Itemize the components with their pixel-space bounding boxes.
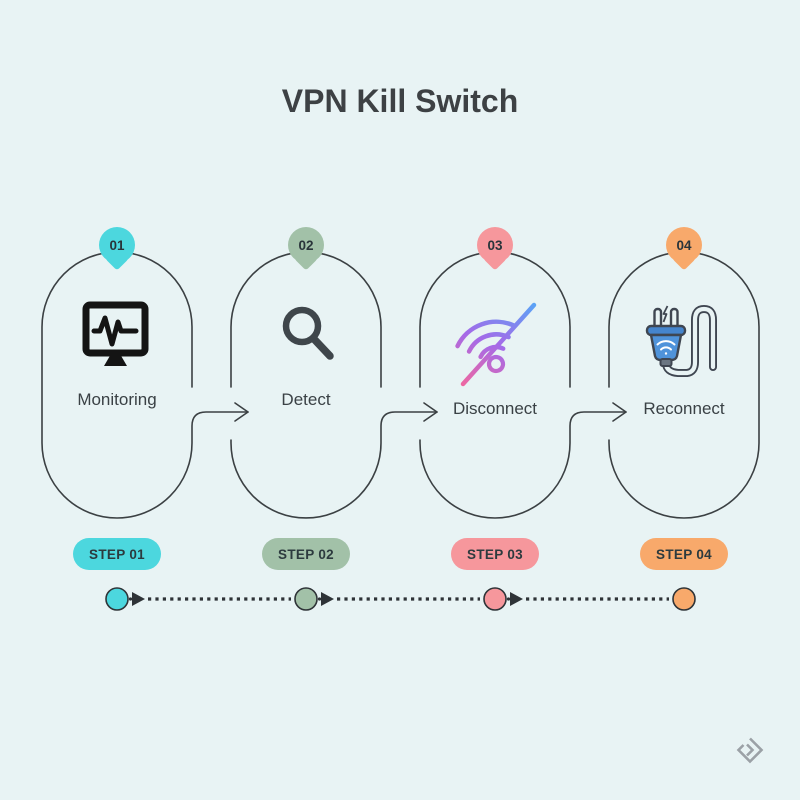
timeline-node-2	[294, 587, 318, 611]
balloon-circle-1	[99, 227, 135, 263]
step-pill-outline-3	[419, 251, 627, 519]
badge-label-3: STEP 03	[467, 547, 523, 562]
balloon-circle-2	[288, 227, 324, 263]
step-pill-outline-4	[608, 251, 760, 519]
step-group-1: 01 Monitoring STEP 01	[41, 227, 249, 570]
step-badge-1: STEP 01	[73, 538, 161, 570]
timeline-dot-sep-1	[128, 597, 133, 601]
wifi-off-icon	[455, 302, 537, 387]
timeline-dot-sep-2	[317, 597, 322, 601]
marker-balloon-4: 04	[666, 227, 702, 270]
badge-pill-3	[451, 538, 539, 570]
badge-pill-1	[73, 538, 161, 570]
step-label-3: Disconnect	[453, 399, 537, 418]
marker-balloon-2: 02	[288, 227, 324, 270]
timeline-arrow-icon-1	[132, 592, 145, 606]
timeline-node-1	[105, 587, 129, 611]
monitor-pulse-icon	[82, 301, 149, 366]
flow-arrow-icon-1	[234, 402, 249, 422]
step-badge-4: STEP 04	[640, 538, 728, 570]
flow-arrow-icon-3	[612, 402, 627, 422]
timeline-arrow-icon-2	[321, 592, 334, 606]
marker-number-3: 03	[487, 238, 503, 253]
page-title: VPN Kill Switch	[282, 83, 518, 119]
marker-balloon-1: 01	[99, 227, 135, 270]
marker-balloon-3: 03	[477, 227, 513, 270]
step-pill-outline-1	[41, 251, 249, 519]
flow-arrow-icon-2	[423, 402, 438, 422]
marker-number-4: 04	[676, 238, 692, 253]
step-label-2: Detect	[281, 390, 330, 409]
timeline-arrow-icon-3	[510, 592, 523, 606]
badge-label-4: STEP 04	[656, 547, 712, 562]
step-group-3: 03 Disconnect STEP 03	[419, 227, 627, 570]
balloon-circle-4	[666, 227, 702, 263]
timeline-node-4	[672, 587, 696, 611]
badge-label-1: STEP 01	[89, 547, 145, 562]
timeline-dot-sep-3	[506, 597, 511, 601]
timeline-node-3	[483, 587, 507, 611]
step-label-4: Reconnect	[643, 399, 725, 418]
magnifier-icon	[282, 306, 334, 360]
power-plug-icon	[645, 304, 717, 377]
marker-number-1: 01	[109, 238, 125, 253]
badge-pill-2	[262, 538, 350, 570]
marker-number-2: 02	[298, 238, 313, 253]
balloon-circle-3	[477, 227, 513, 263]
badge-label-2: STEP 02	[278, 547, 334, 562]
step-label-1: Monitoring	[77, 390, 156, 409]
badge-pill-4	[640, 538, 728, 570]
step-pill-outline-2	[230, 251, 438, 519]
step-group-4: 04 Reconnect STEP	[608, 227, 760, 570]
step-badge-2: STEP 02	[262, 538, 350, 570]
step-badge-3: STEP 03	[451, 538, 539, 570]
timeline	[105, 587, 696, 611]
diamond-brand-logo	[736, 737, 764, 764]
step-group-2: 02 Detect STEP 02	[230, 227, 438, 570]
